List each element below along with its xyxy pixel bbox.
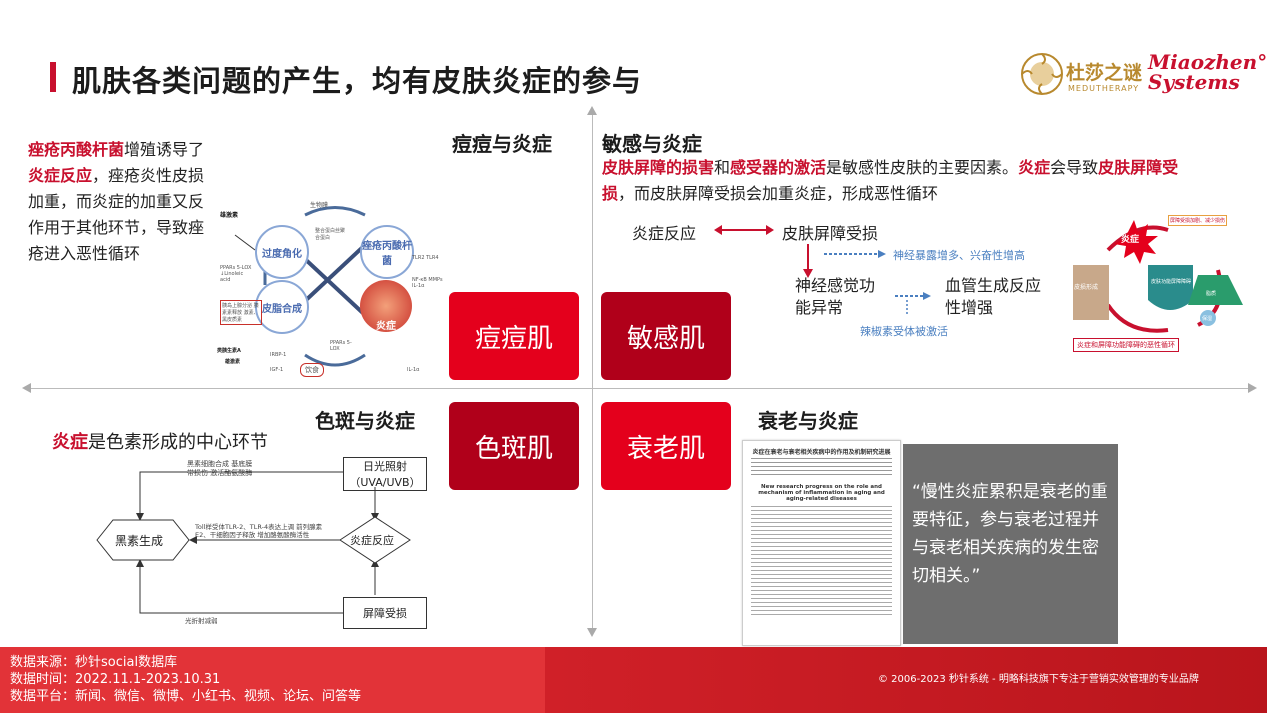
lbl-nfkb: NF-κB MMPs IL-1α [412, 277, 443, 289]
page-title: 肌肤各类问题的产生，均有皮肤炎症的参与 [72, 64, 643, 98]
axis-arrow-left-icon [22, 383, 31, 393]
research-paper-image: 炎症在衰老与衰老相关疾病中的作用及机制研究进展 New research pro… [742, 440, 901, 646]
q1-red1: 痤疮丙酸杆菌 [28, 140, 125, 159]
cycle-shapes [1073, 220, 1243, 333]
note-melanin: 黑素细胞合成 基底膜带损伤 激活酪氨酸酶 [187, 460, 253, 477]
node-inflammation2: 炎症反应 [350, 534, 394, 547]
q2-t3: 会导致 [1050, 158, 1099, 177]
sensitive-skin-label: 敏感肌 [601, 292, 731, 380]
brand-sub: MEDUTHERAPY [1068, 84, 1140, 93]
paper-title-cn: 炎症在衰老与衰老相关疾病中的作用及机制研究进展 [752, 449, 891, 456]
footer-pattern [545, 647, 1267, 713]
sens-barrier: 皮肤屏障受损 [782, 224, 879, 243]
q2-t4: ，而皮肤屏障受损会加重炎症，形成恶性循环 [618, 184, 939, 203]
node-bacteria: 痤疮丙酸杆菌 [360, 225, 414, 279]
sens-arrow2-icon [895, 292, 931, 316]
q3-text: 炎症是色素形成的中心环节 [52, 428, 268, 454]
footer-platform: 数据平台：新闻、微信、微博、小红书、视频、论坛、问答等 [10, 689, 362, 704]
axis-arrow-right-icon [1248, 383, 1257, 393]
acne-skin-label: 痘痘肌 [449, 292, 579, 380]
lbl-androgen: 雄激素 [225, 359, 241, 365]
cycle-barrier: 皮肤功能屏障障碍 [1150, 279, 1191, 285]
double-arrow-icon [714, 225, 774, 235]
brand-cn: 杜莎之谜 [1066, 62, 1143, 84]
axis-arrow-down-icon [587, 628, 597, 637]
q3-heading: 色斑与炎症 [315, 409, 415, 433]
quote-box [903, 444, 1118, 644]
lbl-biofilm: 生物膜 [310, 202, 329, 209]
q2-text: 皮肤屏障的损害和感受器的激活是敏感性皮肤的主要因素。炎症会导致皮肤屏障受损，而皮… [602, 155, 1182, 207]
sensitive-cycle-graphic: 炎症 屏障受损加剧、减少损伤 皮损形成 皮肤功能屏障障碍 脂质 保湿 炎症和屏障… [1068, 210, 1248, 355]
sens-inflammation: 炎症反应 [632, 224, 697, 243]
cycle-lipid: 脂质 [1206, 291, 1217, 297]
note-tlr: Toll样受体TLR-2、TLR-4表达上调 前列腺素E2、干细胞因子释放 增加… [195, 523, 323, 539]
spot-skin-label: 色斑肌 [449, 402, 579, 490]
paper-title-en: New research progress on the role and me… [758, 484, 885, 502]
q1-t1: 增殖诱导了 [124, 140, 205, 159]
q2-t1: 和 [714, 158, 731, 177]
sens-arrows-icon [803, 244, 886, 278]
aging-quote: “慢性炎症累积是衰老的重要特征，参与衰老过程并与衰老相关疾病的发生密切相关。” [912, 482, 1108, 586]
node-barrier: 屏障受损 [343, 597, 427, 629]
node-uv: 日光照射（UVA/UVB） [343, 457, 427, 491]
q1-text: 痤疮丙酸杆菌增殖诱导了炎症反应，痤疮炎性皮损加重，而炎症的加重又反作用于其他环节… [28, 137, 218, 267]
q2-r2: 感受器的激活 [730, 158, 827, 177]
brand-en-line1: Miaozhen° [1148, 50, 1267, 74]
q2-heading: 敏感与炎症 [602, 132, 702, 156]
lbl-box: 胰岛上腺分泌 胰素素释放 激素、黑皮质素 [220, 300, 262, 325]
q3-t: 是色素形成的中心环节 [88, 432, 268, 453]
horizontal-axis [28, 388, 1250, 389]
q1-heading: 痘痘与炎症 [452, 132, 552, 156]
footer-copyright: © 2006-2023 秒针系统 - 明略科技旗下专注于营销实效管理的专业品牌 [878, 674, 1199, 685]
brand-en: Miaozhen° Systems [1148, 52, 1267, 92]
sens-capsaicin: 辣椒素受体被激活 [860, 325, 948, 338]
node-sebum: 皮脂合成 [255, 280, 309, 334]
cycle-inflammation: 炎症 [1121, 235, 1140, 245]
q2-r3: 炎症 [1018, 158, 1051, 177]
q2-r4: 皮肤屏障受损 [602, 158, 1179, 203]
cycle-water: 保湿 [1202, 316, 1213, 322]
cycle-caption: 炎症和屏障功能障碍的恶性循环 [1073, 338, 1179, 352]
lbl-protein: 整合蛋白丝聚合蛋白 [315, 228, 346, 241]
pigment-lines [96, 471, 411, 614]
acne-cycle-diagram: 过度角化 痤疮丙酸杆菌 皮脂合成 炎症 生物膜 整合蛋白丝聚合蛋白 雄激素 PP… [215, 195, 450, 385]
lbl-irbp: IRBP-1 [270, 352, 287, 358]
cycle-skinform: 皮损形成 [1074, 284, 1099, 291]
lbl-ppar2: PPARs 5-LOX [330, 340, 352, 352]
lbl-diet: 饮食 [300, 363, 324, 377]
medusa-logo-icon [1021, 53, 1063, 95]
lbl-hormone: 雄激素 [220, 212, 239, 219]
q2-r1: 皮肤屏障的损害 [602, 158, 715, 177]
lbl-il1a: IL-1α [407, 367, 420, 373]
sens-vascular: 血管生成反应性增强 [945, 276, 1042, 317]
q1-red2: 炎症反应 [28, 166, 93, 185]
sens-nerve-exposed: 神经暴露增多、兴奋性增高 [893, 249, 1025, 262]
lbl-insulin: 类胰生素A [217, 348, 241, 354]
cycle-note: 屏障受损加剧、减少损伤 [1168, 215, 1228, 226]
lbl-tlr: TLR2 TLR4 [412, 255, 439, 261]
aging-skin-label: 衰老肌 [601, 402, 731, 490]
q4-heading: 衰老与炎症 [758, 409, 858, 433]
q2-t2: 是敏感性皮肤的主要因素。 [826, 158, 1019, 177]
node-inflammation: 炎症 [360, 280, 412, 332]
node-melanin: 黑素生成 [115, 534, 164, 548]
axis-arrow-up-icon [587, 106, 597, 115]
q3-red: 炎症 [52, 432, 88, 453]
footer-source: 数据来源：秒针social数据库 [10, 655, 178, 670]
pigment-diagram: 日光照射（UVA/UVB） 黑素生成 炎症反应 屏障受损 黑素细胞合成 基底膜带… [95, 455, 440, 630]
brand-en-line2: Systems [1148, 70, 1240, 94]
node-keratinization: 过度角化 [255, 225, 309, 279]
title-accent-bar [50, 62, 56, 92]
footer-time: 数据时间：2022.11.1-2023.10.31 [10, 672, 221, 687]
vertical-axis [592, 112, 593, 632]
lbl-igf: IGF-1 [270, 367, 284, 373]
sens-neuro: 神经感觉功能异常 [795, 276, 876, 317]
note-refraction: 光折射减弱 [185, 617, 218, 625]
q1-t2: ，痤疮炎性皮损加重，而炎症的加重又反作用于其他环节，导致痤疮进入恶性循环 [28, 166, 205, 263]
lbl-ppar: PPARs 5-LOX ↓Linoleic acid [220, 265, 252, 283]
acne-diagram-lines [234, 206, 367, 367]
